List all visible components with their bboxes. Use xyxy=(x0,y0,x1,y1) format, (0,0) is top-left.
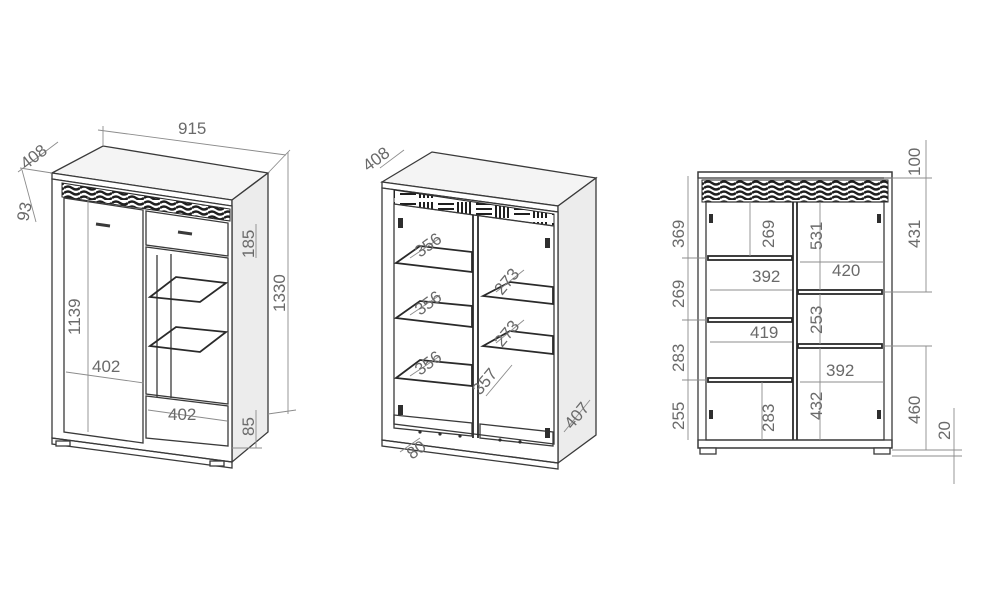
label-20: 20 xyxy=(935,421,954,440)
label-drawer-85: 85 xyxy=(239,417,258,436)
label-269-left: 269 xyxy=(669,280,688,308)
label-width-915: 915 xyxy=(178,119,206,138)
label-419: 419 xyxy=(750,323,778,342)
label-plinth-93: 93 xyxy=(13,200,36,222)
front-view-cabinet xyxy=(49,145,270,469)
label-431: 431 xyxy=(905,220,924,248)
label-100: 100 xyxy=(905,148,924,176)
open-view-cabinet xyxy=(380,151,598,470)
label-460: 460 xyxy=(905,396,924,424)
label-269-inner: 269 xyxy=(759,220,778,248)
elevation-view-labels: 369 269 283 255 269 392 419 283 531 420 … xyxy=(669,148,954,440)
open-view-dimensions xyxy=(379,149,591,453)
label-283-left: 283 xyxy=(669,344,688,372)
label-392-mid: 392 xyxy=(826,361,854,380)
label-420: 420 xyxy=(832,261,860,280)
label-depth-408-open: 408 xyxy=(359,143,393,175)
front-view-dimensions xyxy=(17,126,297,449)
label-drawer-width-402: 402 xyxy=(168,405,196,424)
label-total-height-1330: 1330 xyxy=(270,274,289,312)
label-283-inner: 283 xyxy=(759,404,778,432)
label-432: 432 xyxy=(807,392,826,420)
label-door-width-402: 402 xyxy=(92,357,120,376)
label-door-height-1139: 1139 xyxy=(65,298,84,335)
label-369: 369 xyxy=(669,220,688,248)
label-drawer-185: 185 xyxy=(239,230,258,258)
elevation-view-cabinet xyxy=(697,171,893,455)
label-531: 531 xyxy=(807,222,826,250)
label-253: 253 xyxy=(807,306,826,334)
elevation-view-dimensions xyxy=(682,140,962,484)
label-392-top: 392 xyxy=(752,267,780,286)
label-255: 255 xyxy=(669,402,688,430)
